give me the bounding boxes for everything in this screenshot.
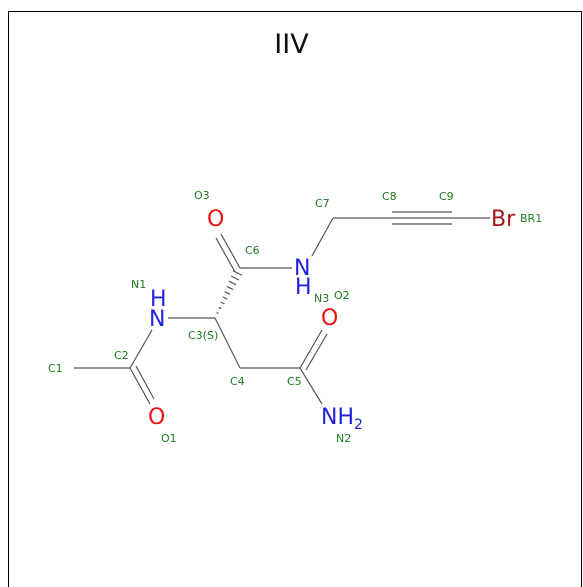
bond-c2-n1	[129, 329, 153, 369]
atom-n1-symbol-h: H	[150, 287, 167, 312]
atom-o1-name: O1	[161, 432, 177, 445]
bond-c2-o1	[129, 367, 151, 405]
bond-n3-c7	[311, 217, 334, 257]
atom-n2-subscript: 2	[354, 417, 363, 433]
atom-n3-name: N3	[314, 292, 329, 305]
atom-o3-name: O3	[194, 189, 210, 202]
atom-o2-name: O2	[334, 289, 350, 302]
wedge-hash-line	[216, 312, 219, 314]
diagram-frame	[8, 11, 582, 587]
atom-n3-symbol-n: N	[294, 256, 310, 281]
atom-o1-symbol: O	[148, 405, 165, 430]
wedge-hash-line	[222, 296, 228, 300]
atom-n3-symbol-h: H	[295, 275, 312, 300]
wedge-hash-line	[226, 285, 234, 291]
atom-c4-name: C4	[230, 375, 245, 388]
bond-c5-n2	[299, 367, 323, 405]
bond-c5-o2	[299, 329, 323, 369]
bond-c3-c4	[214, 317, 241, 369]
bond-c6-o3	[220, 233, 241, 269]
wedge-hash-line	[228, 280, 237, 286]
atom-n1-name: N1	[131, 278, 146, 291]
bond-c6-o3-second	[215, 237, 236, 273]
atom-c7-name: C7	[315, 197, 330, 210]
atom-n1-symbol-n: N	[149, 307, 165, 332]
atom-c5-name: C5	[287, 375, 302, 388]
wedge-hash-line	[232, 270, 243, 276]
atom-c6-name: C6	[245, 244, 260, 257]
atom-n2-name: N2	[336, 432, 351, 445]
atom-c2-name: C2	[114, 349, 129, 362]
atom-br1-symbol: Br	[491, 207, 516, 232]
bond-c5-o2-second	[305, 333, 328, 371]
wedge-hash-line	[230, 275, 240, 281]
bond-c3-c6-hashed-wedge	[216, 270, 243, 314]
wedge-hash-line	[218, 306, 222, 310]
atom-o3-symbol: O	[207, 207, 224, 232]
atom-o2-symbol: O	[321, 306, 338, 331]
atom-n2-symbol: NH2	[321, 405, 363, 433]
bond-c2-o1-second	[135, 365, 155, 400]
atom-c8-name: C8	[382, 190, 397, 203]
wedge-hash-line	[224, 291, 231, 295]
atom-c9-name: C9	[439, 190, 454, 203]
atom-c3-name: C3(S)	[188, 329, 218, 342]
wedge-hash-line	[220, 301, 225, 305]
molecule-title: IIV	[274, 29, 309, 60]
atom-n2-symbol-nh: NH	[321, 405, 354, 430]
atom-c1-name: C1	[48, 362, 63, 375]
atom-br1-name: BR1	[520, 212, 542, 225]
